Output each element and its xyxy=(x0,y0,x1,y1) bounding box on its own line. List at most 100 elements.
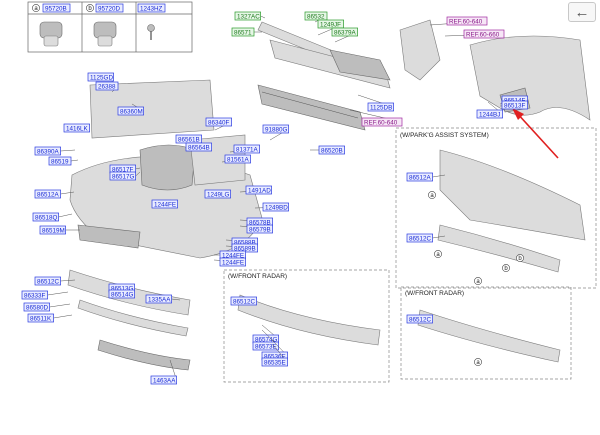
label-text: 1125GD xyxy=(90,74,113,81)
part-label-91880g[interactable]: 91880G xyxy=(262,124,289,141)
leader-line xyxy=(60,191,75,195)
label-box xyxy=(501,100,528,110)
part-label-86535e[interactable]: 86535E xyxy=(261,343,288,367)
label-box xyxy=(151,199,178,209)
leader-line xyxy=(432,235,446,239)
parking-assist-title: (W/PARK'G ASSIST SYSTEM) xyxy=(400,132,489,139)
part-label-1327ac[interactable]: 1327AC xyxy=(234,11,266,21)
part-label-86574g[interactable]: 86574G xyxy=(252,324,279,344)
label-box xyxy=(245,185,272,195)
front-radar-title-1: (W/FRONT RADAR) xyxy=(228,273,287,280)
part-label-ref-60-660[interactable]: REF.60-660 xyxy=(444,29,505,39)
part-label-86532[interactable]: 86532 xyxy=(304,11,328,23)
part-label-86571[interactable]: 86571 xyxy=(231,27,262,37)
label-box xyxy=(361,117,403,127)
part-label-86518q[interactable]: 86518Q xyxy=(32,212,73,222)
part-label-86573e[interactable]: 86573E xyxy=(252,329,279,351)
bumper-beam xyxy=(257,84,366,131)
part-label-1244fe[interactable]: 1244FE xyxy=(151,199,178,209)
part-label-81561a[interactable]: 81561A xyxy=(221,154,251,164)
variant-lower-lip-1 xyxy=(237,294,381,346)
part-label-86579b[interactable]: 86579B xyxy=(239,224,273,234)
label-text: 1244BJ xyxy=(479,111,500,118)
part-label-1249bd[interactable]: 1249BD xyxy=(254,202,289,212)
kit-label-95720B[interactable]: 95720B xyxy=(42,3,71,13)
part-label-1244fe[interactable]: 1244FE xyxy=(213,257,246,267)
part-label-1335aa[interactable]: 1335AA xyxy=(145,294,181,304)
part-label-86512c[interactable]: 86512C xyxy=(406,314,433,324)
part-label-86512a[interactable]: 86512A xyxy=(34,189,75,199)
part-label-81371a[interactable]: 81371A xyxy=(229,144,260,154)
kit-label-95720D[interactable]: 95720D xyxy=(95,3,124,13)
label-text: 86589B xyxy=(234,245,256,252)
part-label-86340f[interactable]: 86340F xyxy=(205,117,232,131)
part-label-86333f[interactable]: 86333F xyxy=(21,290,69,300)
part-label-ref-60-640[interactable]: REF.60-640 xyxy=(429,16,488,26)
part-label-1249jf[interactable]: 1249JF xyxy=(317,19,344,36)
label-text: 86588B xyxy=(234,239,256,246)
label-text: 86536E xyxy=(264,353,286,360)
leader-line xyxy=(47,291,69,296)
label-text: REF.60-640 xyxy=(449,18,483,25)
part-label-86561b[interactable]: 86561B xyxy=(175,134,202,144)
back-button[interactable]: ← xyxy=(568,2,596,22)
label-box xyxy=(252,341,279,351)
part-label-86512c[interactable]: 86512C xyxy=(34,276,76,286)
label-text: 86574G xyxy=(255,336,278,343)
part-label-86360m[interactable]: 86360M xyxy=(117,103,144,116)
label-box xyxy=(63,123,90,133)
kit-letter-b-circle xyxy=(86,4,94,12)
label-text: REF.60-640 xyxy=(364,119,398,126)
part-label-86519[interactable]: 86519 xyxy=(48,156,79,166)
label-text: 86518Q xyxy=(35,214,58,221)
label-text: 26388 xyxy=(98,83,116,90)
part-label-26388[interactable]: 26388 xyxy=(95,81,119,93)
label-text: 86578B xyxy=(249,219,271,226)
part-label-86511k[interactable]: 86511K xyxy=(27,313,73,323)
part-label-1491ad[interactable]: 1491AD xyxy=(239,185,272,195)
front-bumper-upper xyxy=(89,79,215,139)
part-label-86580d[interactable]: 86580D xyxy=(23,302,71,312)
part-label-86517g[interactable]: 86517G xyxy=(109,171,141,181)
front-radar-title-2: (W/FRONT RADAR) xyxy=(405,290,464,297)
part-label-86564b[interactable]: 86564B xyxy=(185,142,212,152)
label-text: 86519 xyxy=(51,158,69,165)
svg-text:95720B: 95720B xyxy=(45,5,67,12)
callout-a-4: a xyxy=(474,358,482,366)
part-label-86512c[interactable]: 86512C xyxy=(406,233,446,243)
label-box xyxy=(95,81,119,91)
part-label-86513f[interactable]: 86513F xyxy=(499,100,528,110)
part-label-86519m[interactable]: 86519M xyxy=(39,225,80,235)
leader-line xyxy=(432,174,446,178)
label-box xyxy=(262,124,289,134)
leader-line xyxy=(53,314,73,319)
part-label-86512a[interactable]: 86512A xyxy=(406,172,446,182)
part-label-1249lg[interactable]: 1249LG xyxy=(204,189,231,199)
label-text: 86532 xyxy=(307,13,325,20)
lower-grille xyxy=(77,224,141,249)
label-text: 86519M xyxy=(42,227,65,234)
part-label-86520b[interactable]: 86520B xyxy=(310,145,345,155)
side-bracket xyxy=(399,19,441,81)
part-label-86514g[interactable]: 86514G xyxy=(108,289,135,299)
part-label-1244bj[interactable]: 1244BJ xyxy=(476,101,503,119)
part-label-1125db[interactable]: 1125DB xyxy=(357,94,394,112)
label-box xyxy=(230,296,257,306)
part-label-ref-60-640[interactable]: REF.60-640 xyxy=(349,109,403,127)
label-text: 86333F xyxy=(24,292,46,299)
callout-a-2: a xyxy=(434,250,442,258)
label-text: 86513G xyxy=(111,285,134,292)
part-label-1416lk[interactable]: 1416LK xyxy=(63,123,90,133)
part-label-86512c[interactable]: 86512C xyxy=(230,296,257,306)
label-box xyxy=(145,294,172,304)
label-text: REF.60-660 xyxy=(466,31,500,38)
kit-label-1243HZ[interactable]: 1243HZ xyxy=(137,3,166,13)
label-text: 1335AA xyxy=(148,296,171,303)
part-label-1463aa[interactable]: 1463AA xyxy=(150,359,177,385)
label-box xyxy=(233,144,260,154)
label-text: 86564B xyxy=(188,144,210,151)
part-label-86390a[interactable]: 86390A xyxy=(34,146,76,156)
label-text: 1125DB xyxy=(370,104,392,111)
under-cover xyxy=(97,339,191,371)
part-label-86379a[interactable]: 86379A xyxy=(331,27,358,43)
